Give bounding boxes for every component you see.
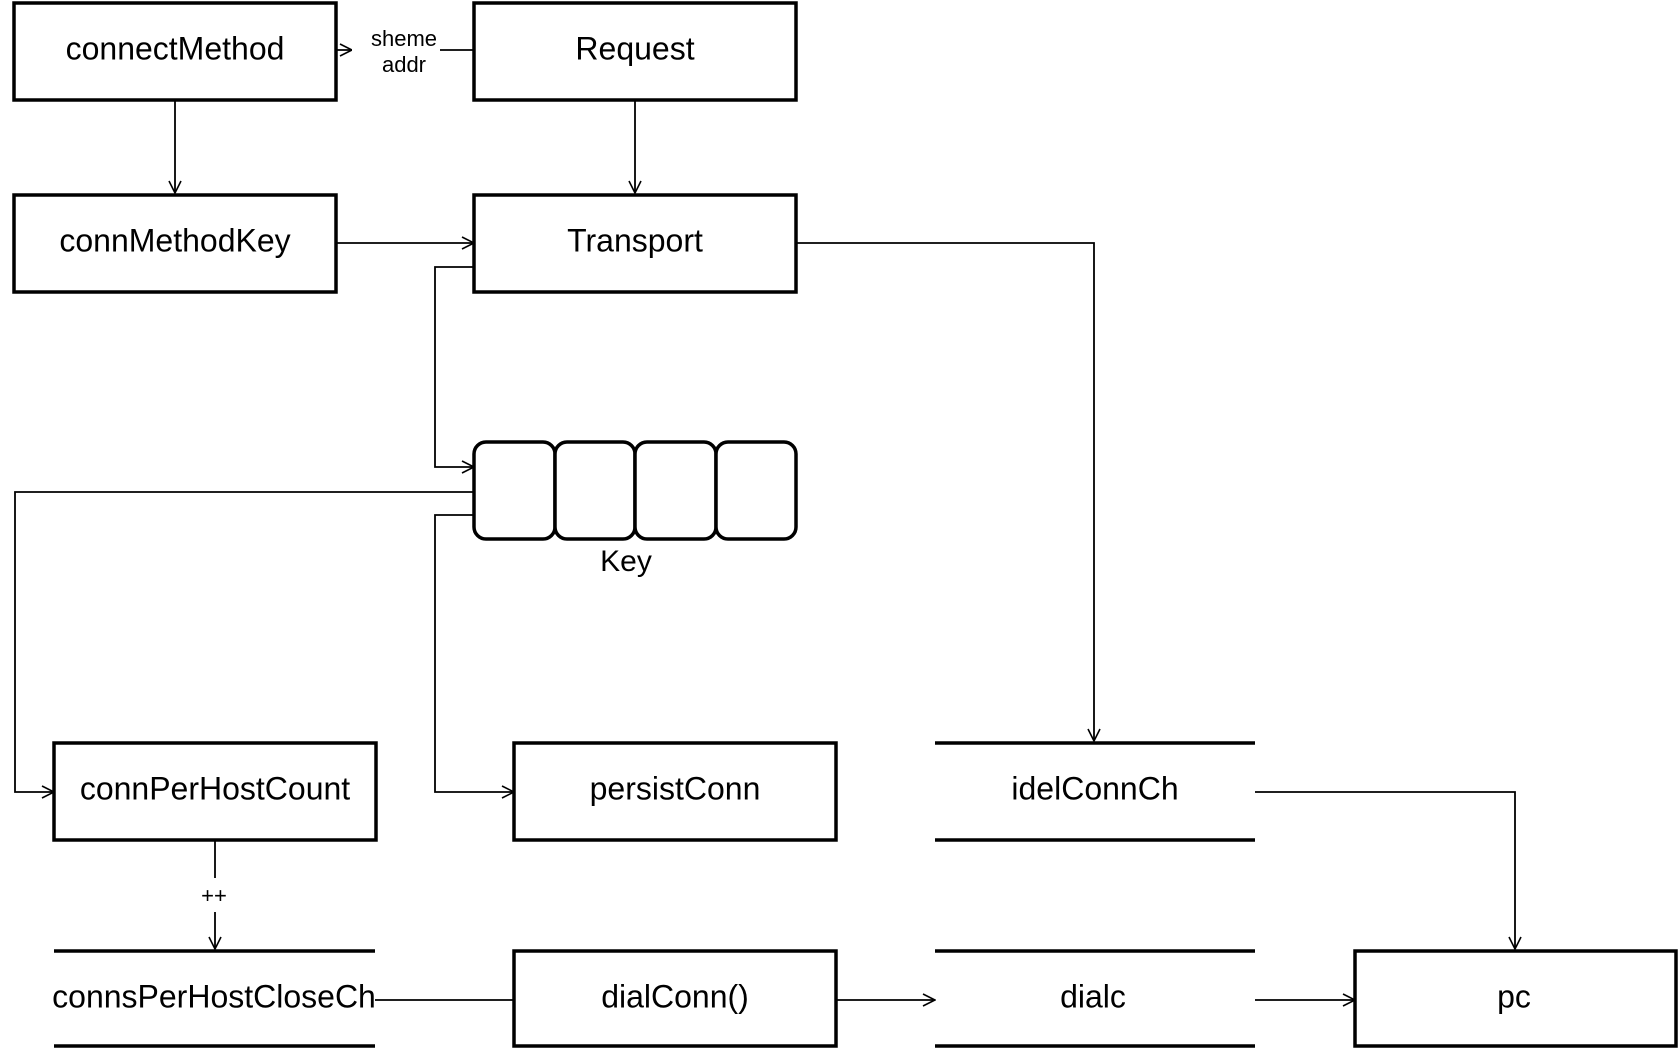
key-cell-2 bbox=[553, 440, 637, 541]
key-cell-3 bbox=[633, 440, 718, 541]
dial-conn-label: dialConn() bbox=[601, 978, 749, 1014]
edge-transport-to-key bbox=[434, 266, 474, 467]
node-conn-method-key: connMethodKey bbox=[12, 193, 338, 294]
edge-key-to-persist-conn bbox=[434, 514, 514, 792]
key-label: Key bbox=[600, 545, 652, 578]
pc-label: pc bbox=[1497, 978, 1531, 1014]
persist-conn-label: persistConn bbox=[590, 770, 761, 806]
conn-per-host-count-label: connPerHostCount bbox=[80, 770, 350, 806]
connect-method-label: connectMethod bbox=[66, 30, 285, 66]
edge-key-to-conn-per-host-count bbox=[14, 491, 474, 792]
node-idel-conn-ch: idelConnCh bbox=[935, 741, 1255, 842]
node-pc: pc bbox=[1353, 949, 1678, 1048]
dialc-label: dialc bbox=[1060, 978, 1126, 1014]
node-dial-conn: dialConn() bbox=[512, 949, 838, 1048]
transport-label: Transport bbox=[567, 222, 703, 258]
node-conns-per-host-close-ch: connsPerHostCloseCh bbox=[52, 949, 376, 1048]
node-connect-method: connectMethod bbox=[12, 1, 338, 102]
idel-conn-ch-label: idelConnCh bbox=[1011, 770, 1178, 806]
conn-method-key-label: connMethodKey bbox=[59, 222, 290, 258]
edges bbox=[14, 50, 1515, 1000]
edge-label-increment: ++ bbox=[201, 883, 227, 908]
node-conn-per-host-count: connPerHostCount bbox=[52, 741, 378, 842]
edge-transport-to-idel-conn-ch bbox=[796, 242, 1094, 741]
node-dialc: dialc bbox=[935, 949, 1255, 1048]
key-cell-4 bbox=[714, 440, 798, 541]
increment-label: ++ bbox=[201, 883, 227, 908]
edge-label-scheme-addr: sheme addr bbox=[352, 24, 440, 80]
request-label: Request bbox=[575, 30, 694, 66]
node-persist-conn: persistConn bbox=[512, 741, 838, 842]
edge-idel-conn-ch-to-pc bbox=[1255, 791, 1515, 949]
key-cell-1 bbox=[472, 440, 557, 541]
edge-label-scheme: sheme bbox=[371, 26, 437, 51]
conns-per-host-close-ch-label: connsPerHostCloseCh bbox=[52, 978, 376, 1014]
node-key: Key bbox=[472, 440, 798, 578]
node-request: Request bbox=[472, 1, 798, 102]
node-transport: Transport bbox=[472, 193, 798, 294]
edge-label-addr: addr bbox=[382, 52, 426, 77]
